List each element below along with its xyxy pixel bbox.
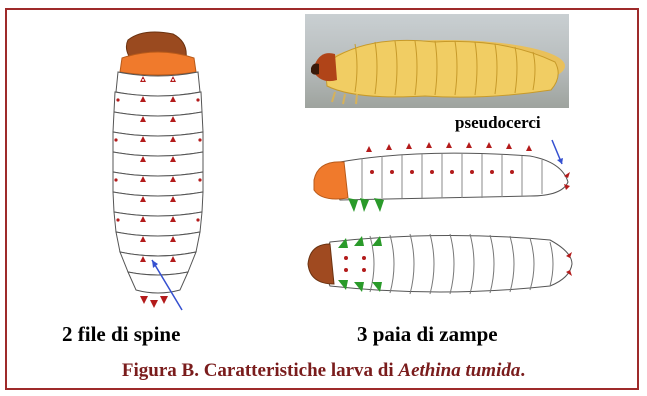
ventral-head <box>308 244 334 284</box>
caption-suffix: . <box>520 360 525 381</box>
legs-label: 3 paia di zampe <box>357 322 498 347</box>
larva-lateral-illustration <box>300 138 572 216</box>
figure-caption: Figura B. Caratteristiche larva di Aethi… <box>0 360 647 382</box>
larva-dorsal-illustration <box>88 28 228 318</box>
caption-prefix: Figura B. Caratteristiche larva di <box>122 360 399 381</box>
larva-photo <box>305 14 569 108</box>
pseudocerci-label: pseudocerci <box>455 113 541 133</box>
spine-rows-label: 2 file di spine <box>62 322 180 347</box>
larva-ventral-illustration <box>300 222 575 306</box>
lateral-head <box>314 162 348 199</box>
larva-head-front <box>120 52 196 75</box>
caption-species: Aethina tumida <box>398 360 520 381</box>
